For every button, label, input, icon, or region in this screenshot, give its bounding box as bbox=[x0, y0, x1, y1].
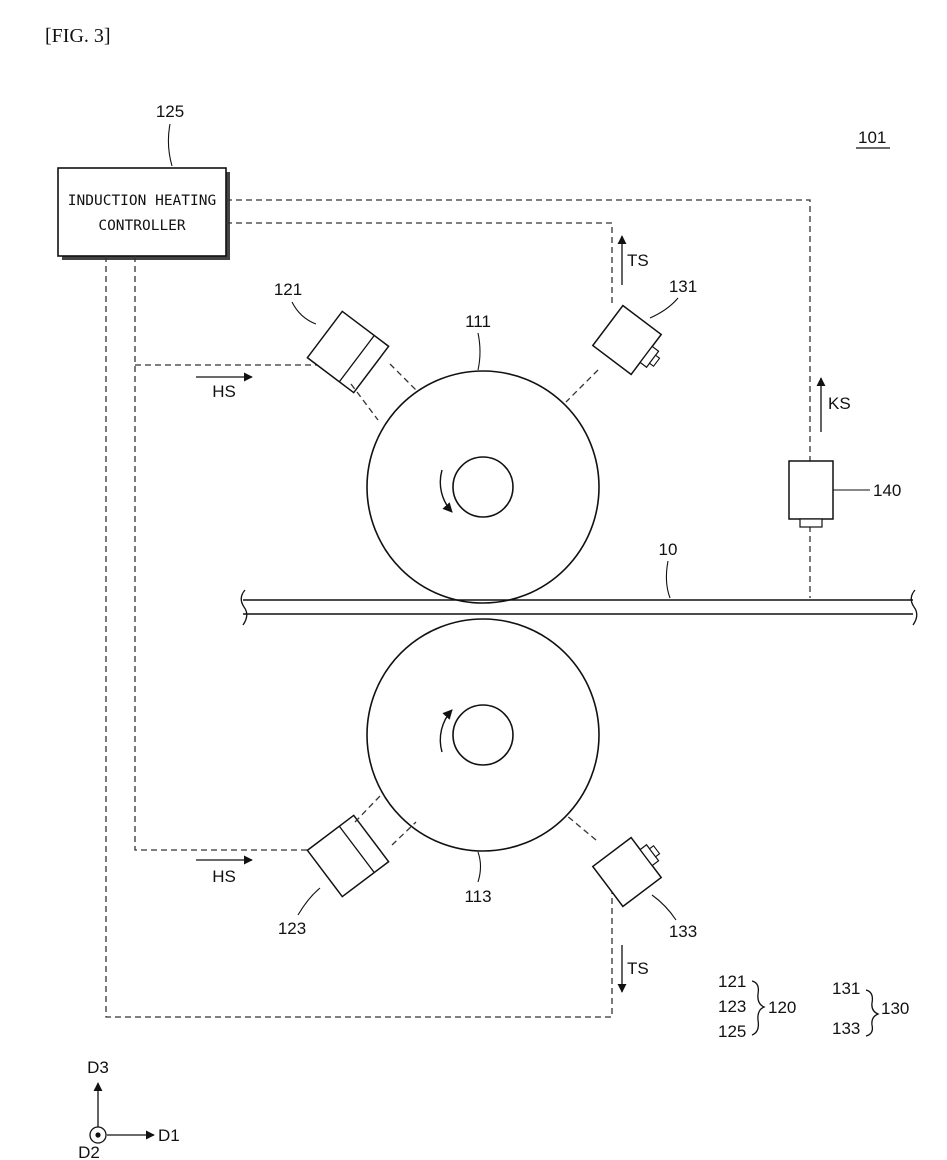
strip-break-right bbox=[911, 590, 917, 625]
legend-group-130: 131 133 130 bbox=[832, 979, 909, 1038]
strip-break-left bbox=[241, 590, 247, 625]
strip bbox=[241, 590, 917, 625]
legend-120-item-3: 125 bbox=[718, 1022, 746, 1041]
hs-lower-label: HS bbox=[212, 867, 236, 886]
legend-130-brace bbox=[866, 990, 878, 1036]
lower-temp-sensor-ref: 133 bbox=[669, 922, 697, 941]
legend-120-item-2: 123 bbox=[718, 997, 746, 1016]
lower-heater-ref: 123 bbox=[278, 919, 306, 938]
lower-roller-ref: 113 bbox=[464, 887, 491, 906]
upper-heater-leader bbox=[292, 302, 316, 324]
upper-temp-sensor-ref: 131 bbox=[669, 277, 697, 296]
ts-upper-label: TS bbox=[627, 251, 649, 270]
upper-temp-sensor-leader bbox=[650, 298, 678, 318]
controller-label-line1: INDUCTION HEATING bbox=[68, 193, 216, 209]
hs-signal-line bbox=[135, 256, 328, 850]
figure-ref: 101 bbox=[858, 128, 886, 147]
legend-130-label: 130 bbox=[881, 999, 909, 1018]
upper-roller-leader bbox=[478, 333, 480, 370]
upper-rotation-arrow bbox=[440, 470, 452, 512]
ks-signal-line bbox=[226, 200, 810, 598]
induction-heating-controller: INDUCTION HEATING CONTROLLER bbox=[58, 168, 230, 260]
d3-label: D3 bbox=[87, 1058, 109, 1077]
figure-title: [FIG. 3] bbox=[45, 25, 111, 47]
axes-indicator: D3 D1 D2 bbox=[78, 1058, 180, 1160]
legend-120-brace bbox=[752, 981, 764, 1035]
lower-temp-sensor bbox=[566, 815, 672, 906]
legend-130-item-2: 133 bbox=[832, 1019, 860, 1038]
ks-label: KS bbox=[828, 394, 851, 413]
upper-roller-ref: 111 bbox=[465, 312, 491, 331]
controller-leader bbox=[168, 124, 172, 166]
legend-130-item-1: 131 bbox=[832, 979, 860, 998]
d1-label: D1 bbox=[158, 1126, 180, 1145]
lower-temp-sensor-leader bbox=[652, 895, 676, 920]
upper-temp-sensor bbox=[566, 306, 672, 402]
strip-ref: 10 bbox=[659, 540, 678, 559]
lower-heater bbox=[307, 796, 416, 897]
lower-heater-leader bbox=[298, 888, 320, 915]
strip-leader bbox=[666, 561, 670, 598]
legend-group-120: 121 123 125 120 bbox=[718, 972, 796, 1041]
legend-120-item-1: 121 bbox=[718, 972, 746, 991]
hs-upper-label: HS bbox=[212, 382, 236, 401]
controller-label-line2: CONTROLLER bbox=[98, 218, 186, 234]
ts-lower-label: TS bbox=[627, 959, 649, 978]
lower-rotation-arrow bbox=[440, 710, 452, 752]
lower-roller-leader bbox=[478, 852, 481, 882]
upper-roller bbox=[367, 371, 599, 603]
legend-120-label: 120 bbox=[768, 998, 796, 1017]
controller-ref: 125 bbox=[156, 102, 184, 121]
upper-heater-ref: 121 bbox=[274, 280, 302, 299]
sensor-140-ref: 140 bbox=[873, 481, 901, 500]
sensor-140 bbox=[789, 461, 870, 527]
d2-label: D2 bbox=[78, 1143, 100, 1160]
lower-roller bbox=[367, 619, 599, 851]
